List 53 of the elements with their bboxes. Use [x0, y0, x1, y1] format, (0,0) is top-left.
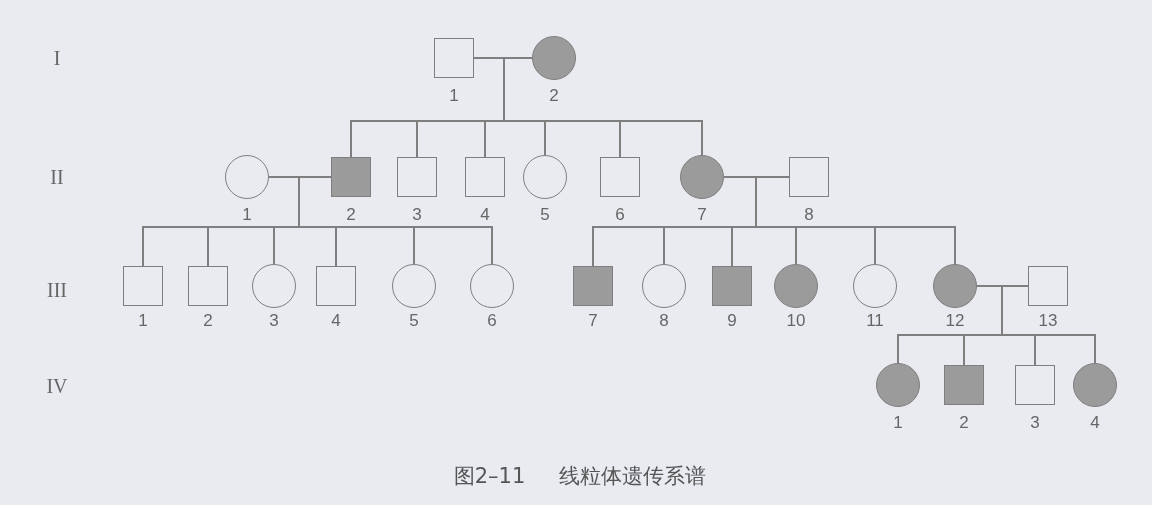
individual-number: 4 — [331, 312, 341, 330]
individual-number: 1 — [242, 206, 252, 224]
female-circle — [933, 264, 977, 308]
male-square — [316, 266, 356, 306]
individual-number: 2 — [203, 312, 213, 330]
female-circle — [774, 264, 818, 308]
individual-number: 7 — [588, 312, 598, 330]
female-circle — [1073, 363, 1117, 407]
male-square — [1015, 365, 1055, 405]
male-square — [465, 157, 505, 197]
male-square — [123, 266, 163, 306]
male-square — [600, 157, 640, 197]
male-square — [944, 365, 984, 405]
individual-number: 4 — [1090, 414, 1100, 432]
male-square — [789, 157, 829, 197]
individual-number: 5 — [540, 206, 550, 224]
generation-label: III — [47, 279, 67, 301]
male-square — [331, 157, 371, 197]
individual-number: 9 — [727, 312, 737, 330]
individual-number: 1 — [138, 312, 148, 330]
individual-number: 6 — [487, 312, 497, 330]
male-square — [1028, 266, 1068, 306]
individual-number: 4 — [480, 206, 490, 224]
individual-number: 12 — [945, 312, 965, 330]
descent-line — [1001, 285, 1096, 364]
individual-number: 10 — [786, 312, 806, 330]
individual-number: 1 — [449, 87, 459, 105]
individual-number: 2 — [346, 206, 356, 224]
male-square — [188, 266, 228, 306]
generation-label: IV — [46, 375, 68, 397]
generation-label: II — [50, 166, 64, 188]
individual-number: 3 — [1030, 414, 1040, 432]
individual-number: 3 — [269, 312, 279, 330]
female-circle — [532, 36, 576, 80]
female-circle — [876, 363, 920, 407]
individual-number: 2 — [549, 87, 559, 105]
individual-number: 7 — [697, 206, 707, 224]
individual-number: 6 — [615, 206, 625, 224]
individual-number: 2 — [959, 414, 969, 432]
generation-label: I — [53, 47, 61, 69]
individual-number: 11 — [866, 312, 884, 330]
individual-number: 13 — [1038, 312, 1058, 330]
male-square — [573, 266, 613, 306]
individual-number: 5 — [409, 312, 419, 330]
figure-caption: 图2–11 线粒体遗传系谱 — [453, 463, 707, 489]
male-square — [712, 266, 752, 306]
male-square — [434, 38, 474, 78]
individual-number: 8 — [804, 206, 814, 224]
individual-number: 8 — [659, 312, 669, 330]
female-circle — [680, 155, 724, 199]
individual-number: 1 — [893, 414, 903, 432]
individual-number: 3 — [412, 206, 422, 224]
male-square — [397, 157, 437, 197]
